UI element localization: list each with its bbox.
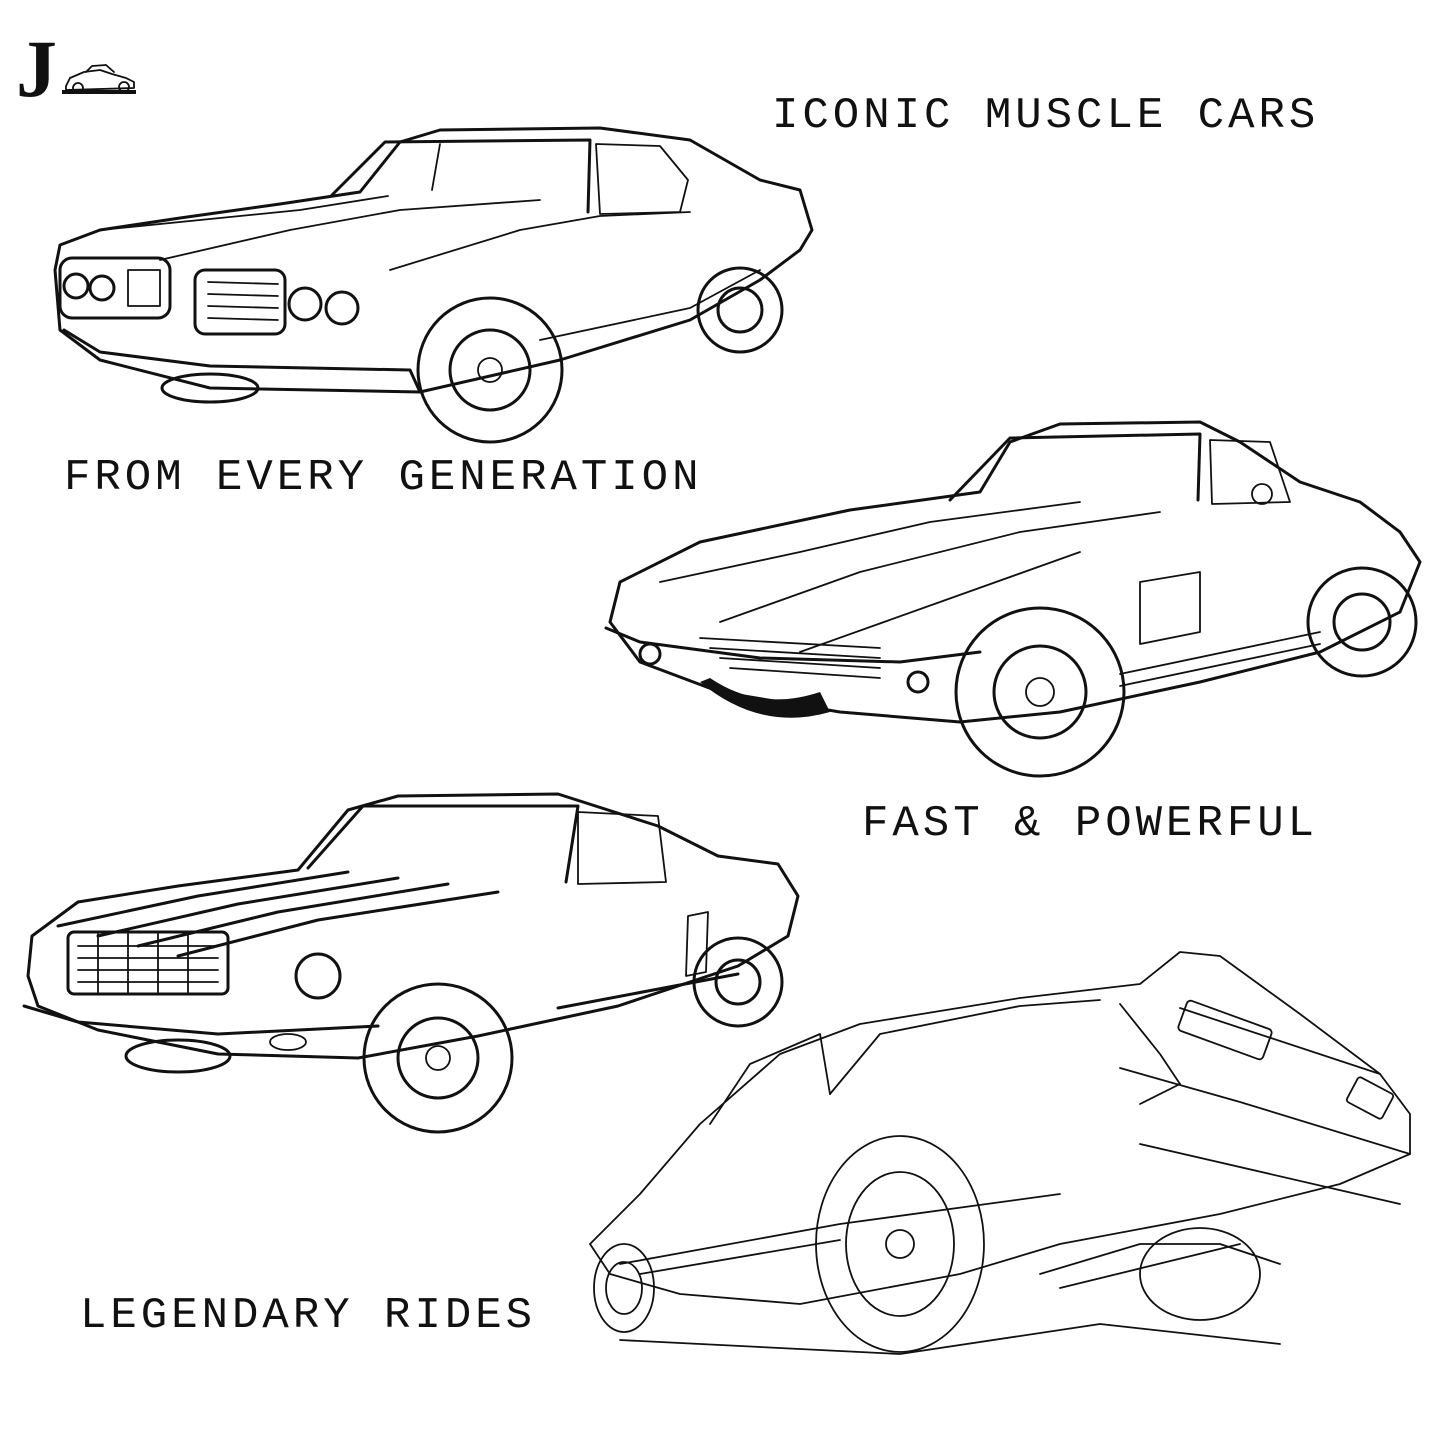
muscle-car-illustration-4 xyxy=(580,944,1420,1369)
caption-iconic-muscle-cars: ICONIC MUSCLE CARS xyxy=(772,91,1320,141)
caption-legendary-rides: LEGENDARY RIDES xyxy=(80,1291,537,1341)
muscle-car-illustration-1 xyxy=(40,120,830,465)
caption-from-every-generation: FROM EVERY GENERATION xyxy=(64,453,703,503)
muscle-car-illustration-2 xyxy=(600,412,1440,787)
logo-car-icon xyxy=(62,64,136,94)
brand-logo: J xyxy=(14,23,140,114)
logo-letter: J xyxy=(16,24,57,104)
muscle-car-illustration-3 xyxy=(18,786,808,1141)
caption-fast-and-powerful: FAST & POWERFUL xyxy=(862,799,1319,849)
